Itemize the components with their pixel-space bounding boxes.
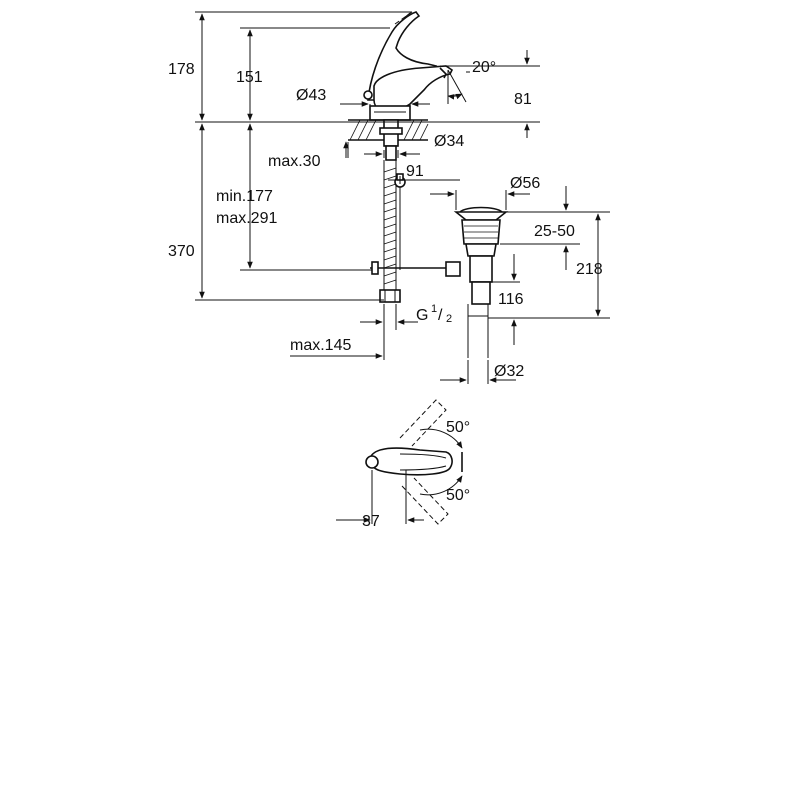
pop-up-waste	[453, 206, 509, 358]
dim-25-50: 25-50	[534, 223, 575, 240]
dim-370: 370	[168, 243, 195, 260]
dim-116: 116	[498, 291, 524, 308]
svg-text:2: 2	[446, 313, 452, 325]
dim-20-deg: 20°	[472, 59, 496, 76]
dim-diameter-56: Ø56	[510, 175, 540, 192]
dimension-lines	[195, 11, 610, 384]
dim-diameter-32: Ø32	[494, 363, 524, 380]
dim-37: 37	[362, 513, 380, 530]
dim-81: 81	[514, 91, 532, 108]
dim-min-177: min.177	[216, 188, 273, 205]
dim-218: 218	[576, 261, 603, 278]
dim-151: 151	[236, 69, 263, 86]
svg-text:1: 1	[431, 303, 437, 315]
dim-91: 91	[406, 163, 424, 180]
dim-g-half-inch: G 1 / 2	[416, 303, 452, 325]
dim-diameter-43: Ø43	[296, 87, 326, 104]
dim-178: 178	[168, 61, 195, 78]
faucet-top-view	[336, 399, 463, 525]
dim-diameter-34: Ø34	[434, 133, 464, 150]
dim-swivel-50-bottom: 50°	[446, 487, 470, 504]
faucet-base	[369, 105, 411, 121]
faucet-side-view	[363, 11, 454, 121]
svg-text:G: G	[416, 307, 428, 324]
dim-max-291: max.291	[216, 210, 277, 227]
countertop-section	[348, 119, 429, 161]
pop-up-rod	[370, 261, 461, 277]
svg-text:/: /	[438, 307, 443, 324]
faucet-knob	[363, 90, 373, 100]
dim-max-30: max.30	[268, 153, 321, 170]
supply-hose	[379, 160, 406, 303]
dim-max-145: max.145	[290, 337, 351, 354]
dim-swivel-50-top: 50°	[446, 419, 470, 436]
